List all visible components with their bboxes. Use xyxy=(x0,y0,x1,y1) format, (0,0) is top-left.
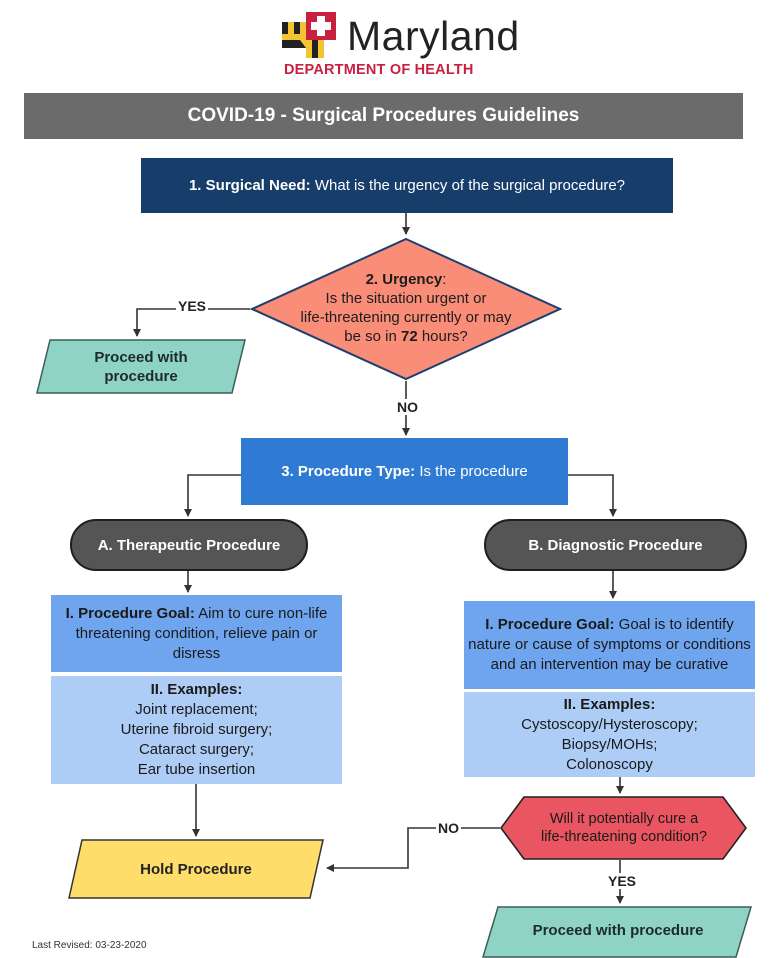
diagnostic-example: Colonoscopy xyxy=(566,755,653,773)
therapeutic-goal-text: Aim to cure non-life threatening conditi… xyxy=(75,604,328,662)
edge-label-yes-urgent: YES xyxy=(176,298,209,314)
diagnostic-examples-box: II. Examples: Cystoscopy/Hysteroscopy; B… xyxy=(464,692,755,777)
proceed-right-label: Proceed with procedure xyxy=(532,921,704,939)
edge-label-no-cure: NO xyxy=(436,820,461,836)
therapeutic-examples-box: II. Examples: Joint replacement; Uterine… xyxy=(51,676,342,784)
procedure-type-box: 3. Procedure Type: Is the procedure xyxy=(241,438,568,505)
diagnostic-goal-text: Goal is to identify nature or cause of s… xyxy=(468,616,751,673)
diagnostic-examples-label: II. Examples: xyxy=(563,695,656,713)
arrow-type-to-therapeutic xyxy=(184,474,241,517)
therapeutic-example: Uterine fibroid surgery; xyxy=(120,721,273,738)
hold-procedure-label: Hold Procedure xyxy=(140,860,252,878)
therapeutic-example: Cataract surgery; xyxy=(138,741,255,758)
surgical-need-box: 1. Surgical Need: What is the urgency of… xyxy=(141,158,673,213)
maryland-flag-icon xyxy=(282,12,336,58)
therapeutic-example: Ear tube insertion xyxy=(137,761,256,778)
urgency-colon: : xyxy=(442,271,447,288)
diagnostic-procedure-pill: B. Diagnostic Procedure xyxy=(484,519,747,571)
cure-question-line1: Will it potentially cure a xyxy=(549,811,699,827)
arrow-cure-no xyxy=(326,827,500,872)
arrow-urgency-yes xyxy=(133,308,250,337)
urgency-label: 2. Urgency xyxy=(365,271,443,288)
diagnostic-goal-label: I. Procedure Goal: xyxy=(485,616,615,633)
urgency-question: 2. Urgency: Is the situation urgent or l… xyxy=(285,258,527,358)
surgical-need-label: 1. Surgical Need: xyxy=(188,177,311,194)
hold-procedure-parallelogram xyxy=(68,839,324,899)
surgical-need-text: What is the urgency of the surgical proc… xyxy=(310,177,626,194)
cure-question: Will it potentially cure a life-threaten… xyxy=(520,800,728,856)
page-title: COVID-19 - Surgical Procedures Guideline… xyxy=(24,93,743,139)
therapeutic-examples-label: II. Examples: xyxy=(150,681,243,698)
urgency-line3-pre: be so in xyxy=(344,328,401,345)
last-revised-note: Last Revised: 03-23-2020 xyxy=(32,940,147,951)
arrow-type-to-diagnostic xyxy=(568,474,617,517)
proceed-left-line2: procedure xyxy=(104,367,178,385)
urgency-decision-diamond xyxy=(250,237,562,381)
cure-question-line2: life-threatening condition? xyxy=(540,829,708,845)
proceed-left-label: Proceed with procedure xyxy=(48,339,234,394)
therapeutic-goal-box: I. Procedure Goal: Aim to cure non-life … xyxy=(51,595,342,672)
logo-department: DEPARTMENT OF HEALTH xyxy=(284,62,474,78)
proceed-left-parallelogram xyxy=(36,339,246,394)
urgency-line1: Is the situation urgent or xyxy=(325,290,487,307)
edge-label-yes-cure: YES xyxy=(606,873,639,889)
diagnostic-example: Biopsy/MOHs; xyxy=(561,735,658,753)
therapeutic-procedure-pill: A. Therapeutic Procedure xyxy=(70,519,308,571)
procedure-type-label: 3. Procedure Type: xyxy=(281,463,416,480)
urgency-line3-post: hours? xyxy=(417,328,468,345)
diagnostic-example: Cystoscopy/Hysteroscopy; xyxy=(521,715,698,733)
cure-decision-hexagon xyxy=(500,796,747,860)
urgency-hours: 72 xyxy=(400,328,418,345)
therapeutic-goal-label: I. Procedure Goal: xyxy=(65,604,195,622)
edge-label-no-urgent: NO xyxy=(395,399,420,415)
diagnostic-goal-box: I. Procedure Goal: Goal is to identify n… xyxy=(464,601,755,689)
proceed-left-line1: Proceed with xyxy=(94,348,188,366)
urgency-line2: life-threatening currently or may xyxy=(300,309,512,326)
logo-wordmark: Maryland xyxy=(347,13,520,59)
procedure-type-text: Is the procedure xyxy=(415,463,528,480)
therapeutic-example: Joint replacement; xyxy=(135,701,258,718)
